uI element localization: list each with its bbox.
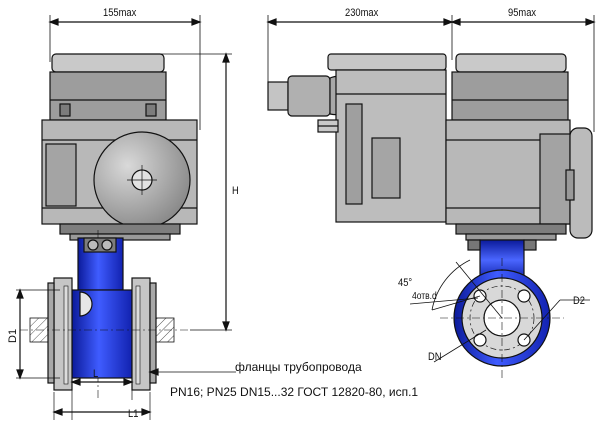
holes-label: 4отв.d — [412, 291, 437, 302]
angle-label: 45° — [398, 277, 413, 289]
actuator-top-cap — [51, 53, 165, 73]
width-front-dimension: 155max — [103, 7, 137, 19]
right-flange — [131, 277, 151, 391]
nominal-dia-label: DN — [428, 351, 442, 363]
handwheel-offset-dimension: 95max — [508, 7, 537, 19]
caption-standard: PN16; PN25 DN15...32 ГОСТ 12820-80, исп.… — [170, 385, 419, 399]
flange-dia-dimension: D1 — [7, 328, 19, 343]
caption-title: фланцы трубопровода — [235, 360, 362, 374]
bolt-circle-label: D2 — [573, 295, 585, 307]
front-view — [16, 15, 236, 420]
side-view — [266, 15, 596, 378]
length-side-dimension: 230max — [345, 7, 379, 19]
left-flange — [53, 277, 73, 391]
height-dimension: H — [232, 185, 239, 197]
body-length-dimension: L — [93, 368, 99, 380]
total-length-dimension: L1 — [128, 408, 139, 420]
